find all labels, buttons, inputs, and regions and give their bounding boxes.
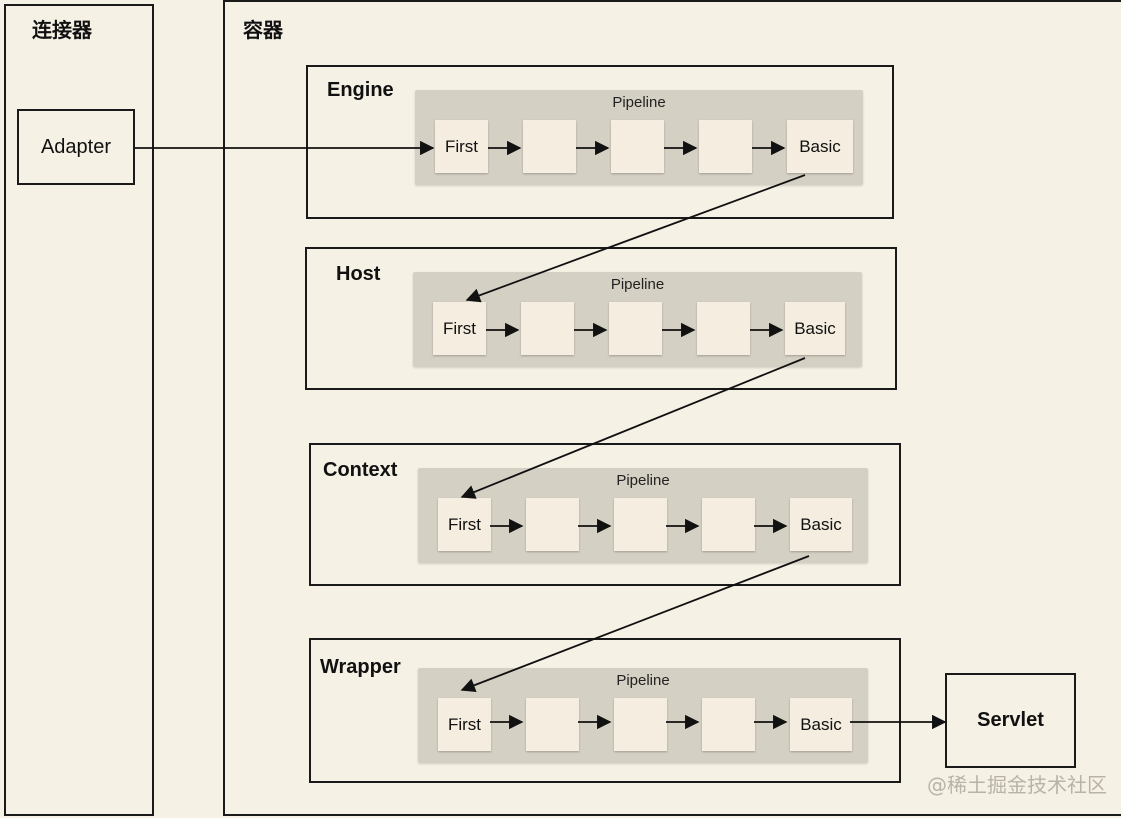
context-valve-3: [614, 498, 667, 551]
wrapper-valve-2: [526, 698, 579, 751]
wrapper-valve-4: [702, 698, 755, 751]
host-valve-3: [609, 302, 662, 355]
host-first-valve: First: [433, 302, 486, 355]
wrapper-pipeline-label: Pipeline: [616, 672, 670, 689]
context-basic-valve: Basic: [790, 498, 852, 551]
connector-section: [4, 4, 154, 816]
engine-pipeline: Pipeline First Basic: [415, 90, 863, 185]
context-container: Context Pipeline First Basic: [309, 443, 901, 586]
container-section-title: 容器: [243, 18, 283, 42]
wrapper-pipeline: Pipeline First Basic: [418, 668, 868, 763]
host-valve-2: [521, 302, 574, 355]
context-valve-2: [526, 498, 579, 551]
context-to-wrapper-arrow: [460, 555, 810, 693]
context-first-valve: First: [438, 498, 491, 551]
context-pipeline-label: Pipeline: [616, 472, 670, 489]
engine-first-valve: First: [435, 120, 488, 173]
engine-valve-3: [611, 120, 664, 173]
engine-container: Engine Pipeline First Basic: [306, 65, 894, 219]
context-pipeline: Pipeline First Basic: [418, 468, 868, 563]
host-to-context-arrow: [460, 357, 806, 499]
engine-valve-4: [699, 120, 752, 173]
context-title: Context: [323, 459, 398, 481]
host-valve-4: [697, 302, 750, 355]
connector-section-title: 连接器: [32, 18, 92, 42]
engine-basic-valve: Basic: [787, 120, 853, 173]
wrapper-first-valve: First: [438, 698, 491, 751]
host-title: Host: [336, 263, 381, 285]
engine-to-host-arrow: [465, 174, 806, 303]
wrapper-basic-valve: Basic: [790, 698, 852, 751]
container-section: [223, 0, 1121, 816]
engine-valve-2: [523, 120, 576, 173]
engine-title: Engine: [327, 79, 394, 101]
wrapper-title: Wrapper: [320, 656, 401, 678]
watermark: @稀土掘金技术社区: [927, 773, 1107, 797]
wrapper-container: Wrapper Pipeline First Basic: [309, 638, 901, 783]
engine-pipeline-label: Pipeline: [612, 94, 666, 111]
host-pipeline-label: Pipeline: [610, 276, 665, 293]
wrapper-valve-3: [614, 698, 667, 751]
servlet-box: Servlet: [945, 673, 1076, 768]
host-pipeline: Pipeline First Basic: [413, 272, 862, 367]
host-basic-valve: Basic: [785, 302, 845, 355]
context-valve-4: [702, 498, 755, 551]
host-container: Host Pipeline First Basic: [305, 247, 897, 390]
adapter-box: Adapter: [17, 109, 135, 185]
